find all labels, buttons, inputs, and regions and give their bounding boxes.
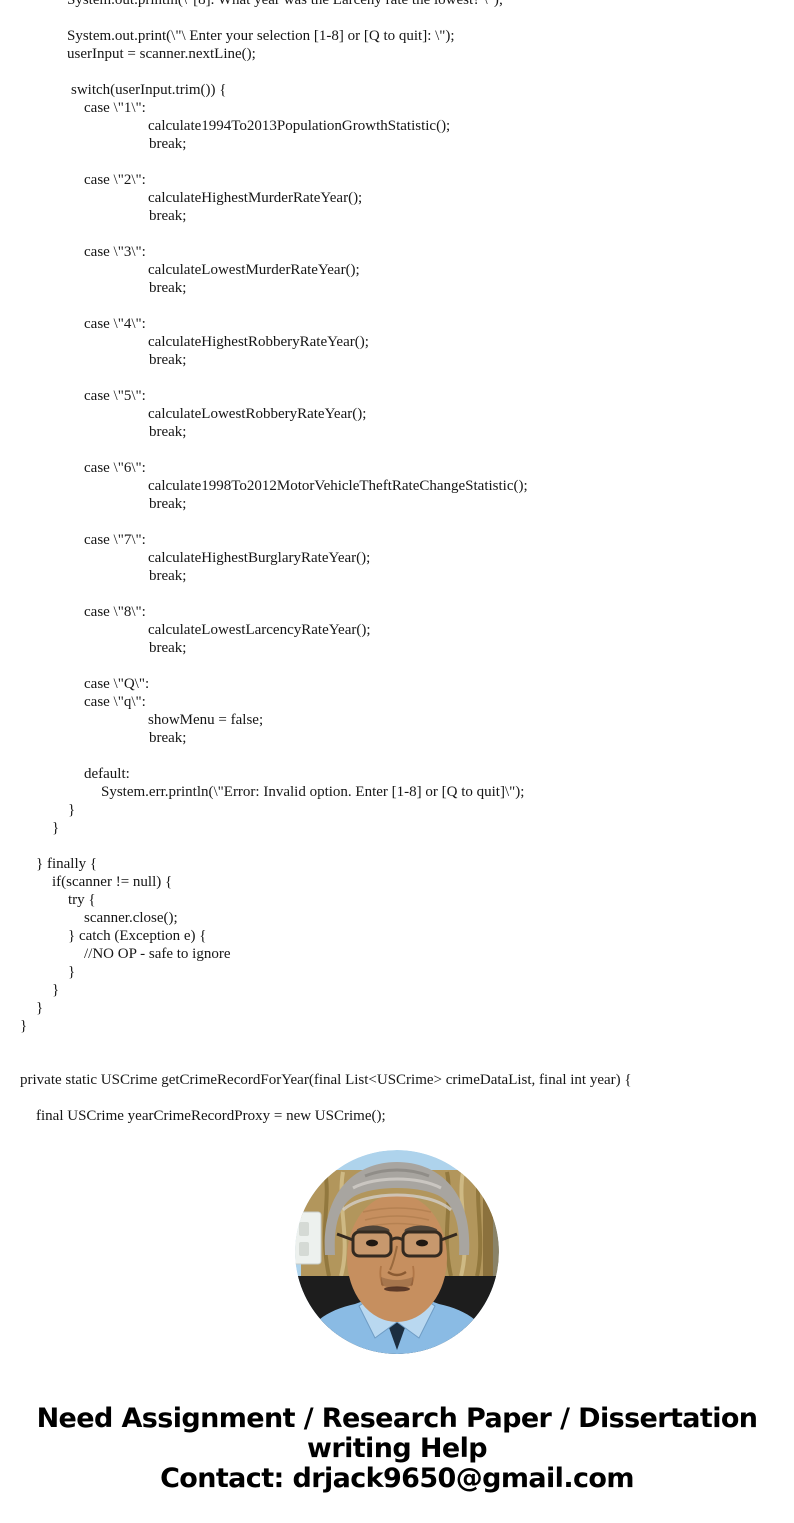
code-line: } <box>36 1000 44 1016</box>
photo-outlet-plate <box>295 1211 322 1265</box>
code-line: case \"7\": <box>84 532 146 548</box>
code-line-blank <box>0 585 794 603</box>
code-line: System.out.println(\"[8]. What year was … <box>67 0 503 8</box>
code-line-blank <box>0 441 794 459</box>
code-line: break; <box>149 568 187 584</box>
promo-banner: Need Assignment / Research Paper / Disse… <box>0 1404 794 1494</box>
photo-wall-right-column <box>483 1170 499 1278</box>
code-line: showMenu = false; <box>148 712 264 728</box>
code-line-blank <box>0 1053 794 1071</box>
photo-hair-highlights <box>341 1168 453 1212</box>
code-line-blank <box>0 1089 794 1107</box>
code-line: break; <box>149 640 187 656</box>
code-line: case \"1\": <box>84 100 146 116</box>
code-line: //NO OP - safe to ignore <box>84 946 231 962</box>
photo-mouth <box>384 1286 410 1292</box>
code-line: break; <box>149 280 187 296</box>
code-line: calculateLowestRobberyRateYear(); <box>148 406 367 422</box>
code-line: } <box>68 802 76 818</box>
code-line: System.out.print(\"\ Enter your selectio… <box>67 28 455 44</box>
code-line-blank <box>0 153 794 171</box>
code-line: break; <box>149 730 187 746</box>
code-line: if(scanner != null) { <box>52 874 173 890</box>
code-line: break; <box>149 136 187 152</box>
code-line: break; <box>149 208 187 224</box>
code-line: switch(userInput.trim()) { <box>71 82 227 98</box>
code-line: } catch (Exception e) { <box>68 928 207 944</box>
photo-cheek-folds <box>379 1265 415 1287</box>
code-line: } <box>52 982 60 998</box>
code-line: } <box>52 820 60 836</box>
photo-collar-shadow <box>387 1322 407 1350</box>
code-line: scanner.close(); <box>84 910 178 926</box>
photo-mustache-shadow <box>381 1277 413 1288</box>
code-line-blank <box>0 657 794 675</box>
code-line: case \"5\": <box>84 388 146 404</box>
code-line: calculateHighestBurglaryRateYear(); <box>148 550 371 566</box>
photo-face <box>347 1194 447 1322</box>
code-line: calculateHighestRobberyRateYear(); <box>148 334 369 350</box>
code-line: break; <box>149 424 187 440</box>
code-line: userInput = scanner.nextLine(); <box>67 46 256 62</box>
code-line: final USCrime yearCrimeRecordProxy = new… <box>36 1108 386 1124</box>
code-line: case \"Q\": <box>84 676 150 692</box>
code-line-blank <box>0 513 794 531</box>
promo-heading-line1: Need Assignment / Research Paper / Disse… <box>36 1403 758 1434</box>
code-line-blank <box>0 225 794 243</box>
code-line: case \"3\": <box>84 244 146 260</box>
code-line: } finally { <box>36 856 98 872</box>
code-line: calculateLowestMurderRateYear(); <box>148 262 360 278</box>
code-line: calculate1994To2013PopulationGrowthStati… <box>148 118 451 134</box>
code-line: System.err.println(\"Error: Invalid opti… <box>101 784 525 800</box>
promo-contact: Contact: drjack9650@gmail.com <box>160 1463 634 1494</box>
tutor-photo-graphic <box>295 1150 499 1354</box>
code-line: } <box>68 964 76 980</box>
code-line-blank <box>0 1035 794 1053</box>
photo-eyes <box>366 1239 428 1247</box>
code-line: calculateHighestMurderRateYear(); <box>148 190 363 206</box>
tutor-photo <box>295 1150 499 1354</box>
java-code-block: System.out.println(\"[8]. What year was … <box>0 0 794 1124</box>
code-line: } <box>20 1018 28 1034</box>
code-line-blank <box>0 9 794 27</box>
code-line: default: <box>84 766 130 782</box>
code-line: try { <box>68 892 96 908</box>
code-line: case \"4\": <box>84 316 146 332</box>
code-line: case \"6\": <box>84 460 146 476</box>
code-line: calculate1998To2012MotorVehicleTheftRate… <box>148 478 528 494</box>
code-line-blank <box>0 63 794 81</box>
code-line: case \"8\": <box>84 604 146 620</box>
photo-eyebrows <box>356 1225 438 1234</box>
code-line: break; <box>149 352 187 368</box>
code-line: calculateLowestLarcencyRateYear(); <box>148 622 371 638</box>
photo-nose <box>387 1245 407 1277</box>
code-line: break; <box>149 496 187 512</box>
code-line-blank <box>0 369 794 387</box>
promo-heading-line2: writing Help <box>307 1433 488 1464</box>
code-line-blank <box>0 837 794 855</box>
code-line: case \"q\": <box>84 694 146 710</box>
code-line-blank <box>0 297 794 315</box>
code-line: case \"2\": <box>84 172 146 188</box>
code-line-blank <box>0 747 794 765</box>
code-line: private static USCrime getCrimeRecordFor… <box>20 1072 632 1088</box>
